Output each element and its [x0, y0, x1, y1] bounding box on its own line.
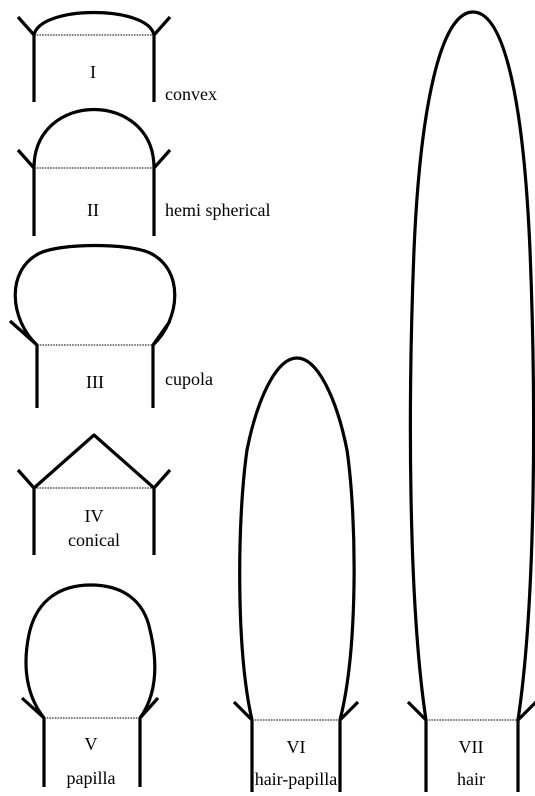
- shape-hair: VII hair: [408, 12, 535, 792]
- shape-convex-outline: [18, 13, 170, 36]
- shape-hair-papilla-outline: [234, 358, 358, 720]
- shape-hemi-spherical-outline: [18, 110, 170, 169]
- shape-cupola-numeral: III: [86, 372, 104, 392]
- shape-hair-outline: [408, 12, 535, 720]
- shape-hemi-spherical: II hemi spherical: [18, 110, 270, 237]
- shape-cupola-name: cupola: [165, 369, 213, 389]
- shape-hemi-spherical-numeral: II: [87, 200, 99, 220]
- shape-conical-outline: [18, 435, 170, 488]
- shape-papilla-name: papilla: [67, 768, 116, 788]
- shape-hair-numeral: VII: [459, 737, 484, 757]
- shape-papilla-outline: [22, 585, 158, 718]
- shape-convex-numeral: I: [90, 62, 96, 82]
- shape-convex: I convex: [18, 13, 217, 105]
- shape-hemi-spherical-name: hemi spherical: [165, 200, 270, 220]
- shape-hair-name: hair: [457, 769, 485, 789]
- shape-convex-name: convex: [165, 84, 217, 104]
- shape-cupola: III cupola: [10, 246, 213, 409]
- shape-papilla: V papilla: [22, 585, 158, 788]
- shape-hair-papilla-numeral: VI: [287, 737, 306, 757]
- shape-cupola-outline: [10, 246, 175, 346]
- shape-conical: IV conical: [18, 435, 170, 555]
- shape-papilla-numeral: V: [85, 734, 98, 754]
- shape-hair-papilla-name: hair-papilla: [255, 769, 338, 789]
- shape-conical-numeral: IV: [85, 506, 104, 526]
- shape-hair-papilla: VI hair-papilla: [234, 358, 358, 792]
- shape-conical-name: conical: [68, 530, 120, 550]
